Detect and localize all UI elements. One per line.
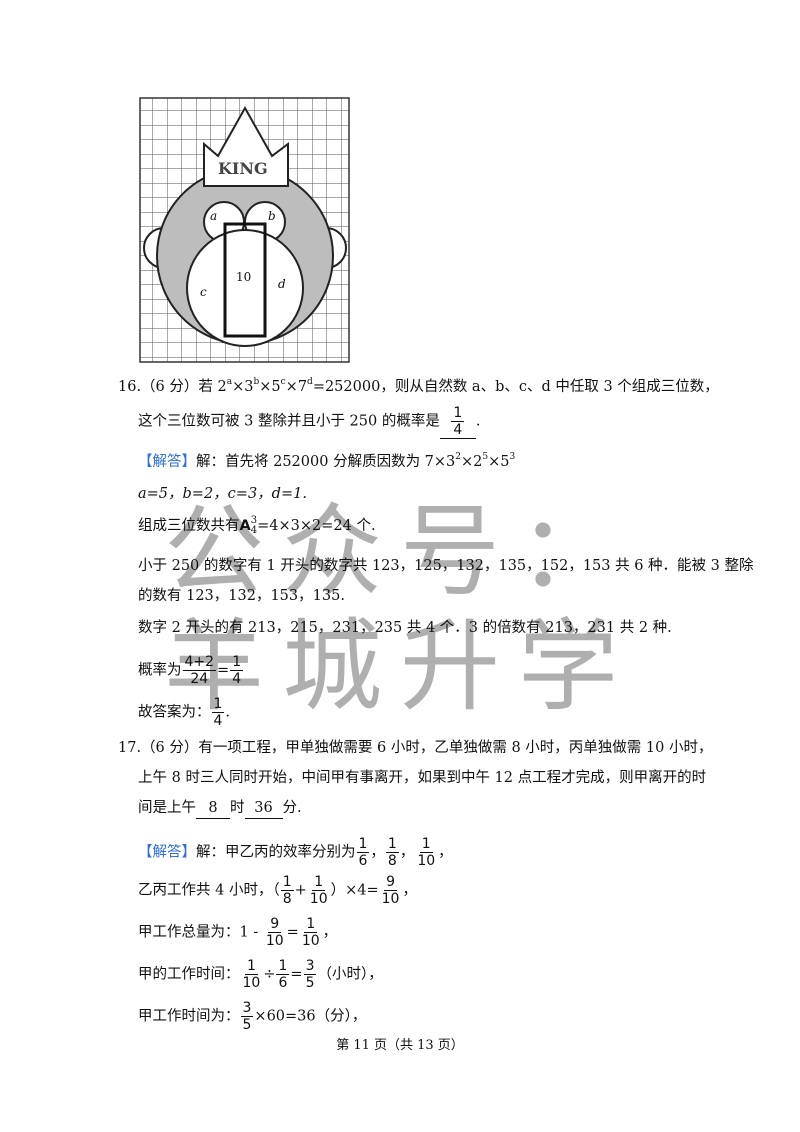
rectangle — [223, 222, 267, 338]
a16-line-2: a=5，b=2，c=3，d=1. — [138, 486, 307, 502]
a16-line-1: 【解答】解：首先将 252000 分解质因数为 7×32×25×53 — [138, 452, 516, 471]
label-c: c — [200, 285, 207, 299]
watermark-line-2: 羊城升学 — [164, 608, 636, 725]
a16-line-6: 数字 2 开头的有 213，215，231，235 共 4 个．3 的倍数有 2… — [138, 620, 672, 636]
a16-line-5: 的数有 123，132，153，135. — [138, 588, 345, 604]
q17-line-2: 上午 8 时三人同时开始，中间甲有事离开，如果到中午 12 点工程才完成，则甲离… — [138, 770, 707, 786]
watermark-line-1: 公众号： — [164, 493, 636, 610]
label-b: b — [268, 209, 276, 223]
answer-tag: 【解答】 — [138, 454, 196, 470]
page-footer: 第 11 页（共 13 页） — [336, 1038, 464, 1053]
circle-cd — [186, 229, 304, 347]
crown — [203, 105, 289, 187]
label-d: d — [278, 277, 286, 291]
label-ten: 10 — [236, 270, 251, 284]
label-a: a — [210, 209, 217, 223]
q16-line-1: 16.（6 分）若 2a×3b×5c×7d=252000，则从自然数 a、b、c… — [118, 377, 719, 396]
a16-line-4: 小于 250 的数字有 1 开头的数字共 123，125，132，135，152… — [138, 558, 754, 574]
crown-label: KING — [218, 159, 268, 178]
answer-tag: 【解答】 — [138, 844, 196, 861]
q17-line-1: 17.（6 分）有一项工程，甲单独做需要 6 小时，乙单独做需 8 小时，丙单独… — [118, 740, 713, 756]
king-grid-figure: KING a b c d 10 — [139, 97, 350, 363]
